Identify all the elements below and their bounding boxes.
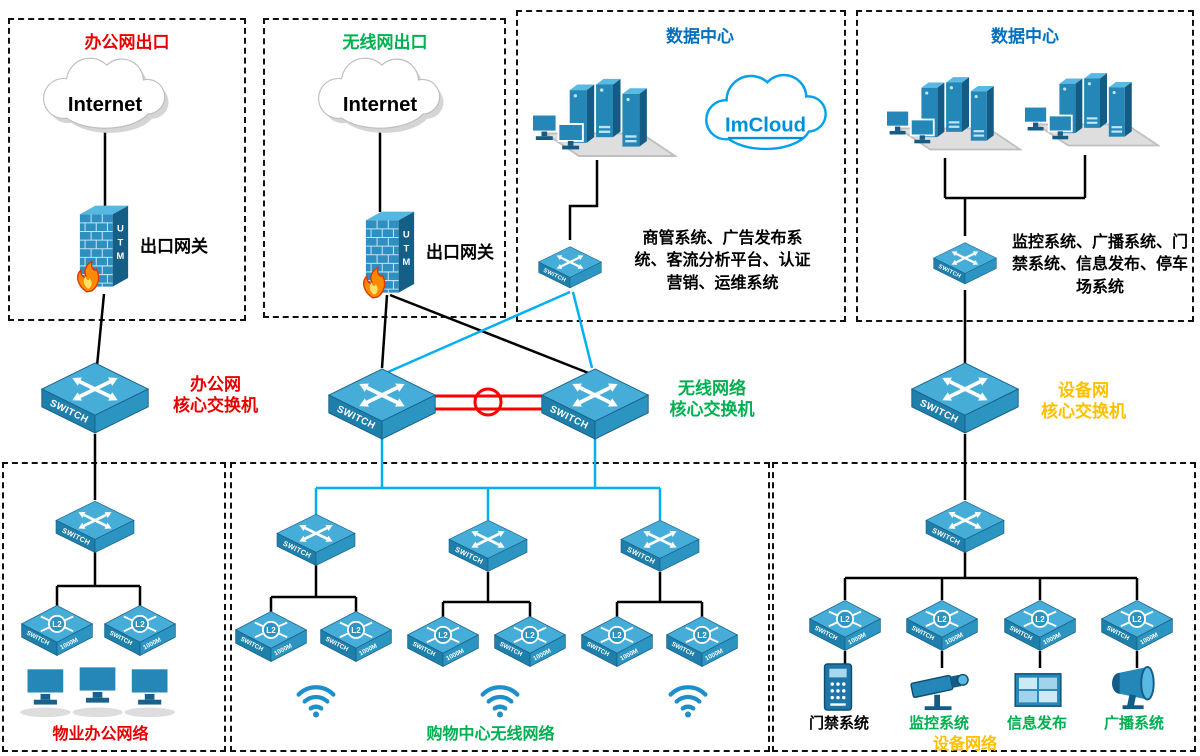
mall-l2-switch-2 bbox=[319, 610, 393, 663]
mall-l2-switch-4 bbox=[493, 615, 567, 668]
core-switch-wireless-label: 无线网络 核心交换机 bbox=[669, 379, 755, 420]
wifi-signal-icon-2 bbox=[474, 676, 526, 720]
gateway-label-wireless: 出口网关 bbox=[426, 243, 494, 262]
zone-datacenter-left bbox=[516, 10, 846, 322]
server-cluster-dc2-left bbox=[872, 52, 1022, 157]
mall-access-switch-3 bbox=[619, 518, 701, 573]
core-switch-office bbox=[39, 360, 151, 435]
speaker-label: 广播系统 bbox=[1103, 715, 1164, 732]
mall-access-switch-1 bbox=[275, 512, 357, 567]
dc2-systems-text: 监控系统、广播系统、门禁系统、信息发布、停车场系统 bbox=[1011, 234, 1188, 296]
imcloud-cloud bbox=[693, 62, 838, 162]
workstations-icon bbox=[16, 664, 180, 720]
stack-ring-icon bbox=[473, 387, 503, 417]
mall-l2-switch-5 bbox=[580, 615, 654, 668]
cyan-links bbox=[314, 290, 662, 520]
dc2-switch bbox=[932, 237, 998, 289]
zone-title-wireless-exit: 无线网出口 bbox=[342, 33, 428, 52]
camera-icon bbox=[905, 666, 975, 712]
device-network-label: 设备网络 bbox=[932, 736, 997, 753]
office-l2-switch-1 bbox=[20, 604, 94, 657]
zone-title-datacenter-right: 数据中心 bbox=[991, 27, 1059, 46]
wifi-signal-icon-3 bbox=[662, 676, 714, 720]
server-cluster-dc1 bbox=[517, 52, 677, 164]
core-switch-office-label: 办公网 核心交换机 bbox=[173, 375, 258, 416]
device-l2-switch-3 bbox=[1003, 599, 1077, 652]
dc1-systems-text: 商管系统、广告发布系统、客流分析平台、认证营销、运维系统 bbox=[634, 230, 811, 292]
mall-wireless-label: 购物中心无线网络 bbox=[426, 726, 555, 743]
device-l2-switch-4 bbox=[1100, 599, 1174, 652]
office-l2-switch-2 bbox=[103, 604, 177, 657]
access-control-label: 门禁系统 bbox=[808, 715, 869, 732]
zone-office-exit bbox=[8, 18, 246, 321]
zone-datacenter-right bbox=[856, 10, 1194, 322]
utm-firewall-office bbox=[73, 200, 135, 294]
black-links bbox=[55, 126, 1139, 668]
device-l2-switch-1 bbox=[808, 599, 882, 652]
core-switch-device bbox=[909, 360, 1021, 435]
info-display-icon bbox=[1013, 670, 1063, 710]
wifi-signal-icon-1 bbox=[290, 676, 342, 720]
internet-cloud-office bbox=[30, 52, 180, 137]
mall-access-switch-2 bbox=[447, 518, 529, 573]
core-switch-wireless-right bbox=[539, 366, 651, 441]
dc1-switch bbox=[537, 241, 603, 293]
mall-l2-switch-1 bbox=[234, 610, 308, 663]
zone-mall-wireless bbox=[230, 462, 770, 752]
camera-label: 监控系统 bbox=[908, 715, 969, 732]
gateway-label-office: 出口网关 bbox=[140, 237, 208, 256]
zone-property-office bbox=[2, 462, 226, 752]
access-control-icon bbox=[820, 662, 856, 712]
device-l2-switch-2 bbox=[905, 599, 979, 652]
stack-links bbox=[424, 387, 553, 417]
utm-firewall-wireless bbox=[359, 206, 421, 300]
mall-l2-switch-6 bbox=[665, 615, 739, 668]
info-display-label: 信息发布 bbox=[1006, 715, 1067, 732]
zone-device-network bbox=[772, 462, 1196, 752]
internet-cloud-wireless bbox=[305, 52, 455, 137]
speaker-icon bbox=[1107, 666, 1163, 712]
zone-title-office-exit: 办公网出口 bbox=[84, 33, 170, 52]
zone-title-datacenter-left: 数据中心 bbox=[666, 27, 734, 46]
device-access-switch bbox=[924, 499, 1006, 554]
property-office-label: 物业办公网络 bbox=[52, 726, 149, 743]
server-cluster-dc2-right bbox=[1010, 48, 1160, 153]
mall-l2-switch-3 bbox=[406, 615, 480, 668]
core-switch-device-label: 设备网 核心交换机 bbox=[1041, 381, 1126, 422]
office-access-switch bbox=[54, 499, 136, 554]
core-switch-wireless-left bbox=[326, 366, 438, 441]
